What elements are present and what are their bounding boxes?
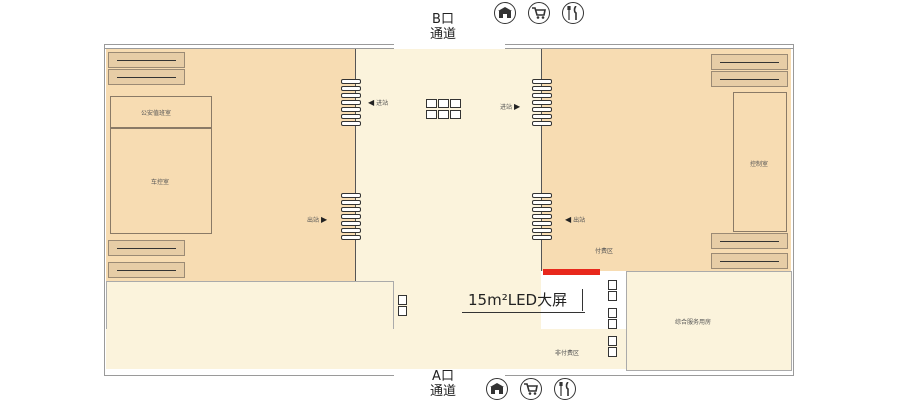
outer-wall-top-left	[104, 44, 394, 49]
restaurant-icon	[562, 2, 584, 24]
flow-out-right-label: 出站	[573, 217, 586, 224]
service-room: 综合服务用房	[626, 271, 792, 371]
flow-in-left-label: 进站	[376, 100, 389, 107]
police-room: 公安值班室	[110, 96, 212, 128]
gate-a-sub: 通道	[429, 384, 456, 399]
led-label: 15m²LED大屏	[462, 289, 586, 313]
service-room-label: 综合服务用房	[675, 319, 712, 326]
ticket-machines-top	[426, 99, 462, 121]
flow-out-left-label: 出站	[307, 217, 320, 224]
unpaid-strip-left	[106, 281, 394, 331]
arrow-right-icon: ▶	[513, 102, 521, 111]
escalator-right-top-2	[711, 71, 788, 87]
a-opening	[394, 368, 505, 376]
police-room-label: 公安值班室	[141, 110, 172, 117]
gate-a-name: A口	[432, 369, 454, 384]
escalator-right-bottom-2	[711, 253, 788, 269]
bottom-amenities	[486, 378, 576, 400]
turnstiles-left-exit	[341, 193, 361, 245]
gate-b-sub: 通道	[429, 27, 456, 42]
shopping-cart-icon	[528, 2, 550, 24]
paid-area-label: 付费区	[595, 248, 614, 255]
station-office: 车控室	[110, 128, 212, 234]
flow-in-left: ◀ 进站	[368, 98, 388, 107]
gate-a: A口 通道	[423, 369, 463, 399]
unpaid-area-label: 非付费区	[555, 350, 580, 357]
escalator-left-top-2	[108, 69, 185, 85]
control-room-label: 控制室	[750, 161, 769, 168]
turnstiles-right-entry	[532, 79, 552, 127]
station-office-label: 车控室	[151, 179, 170, 186]
escalator-right-bottom	[711, 233, 788, 249]
escalator-left-top	[108, 52, 185, 68]
escalator-left-bottom	[108, 240, 185, 256]
escalator-left-bottom-2	[108, 262, 185, 278]
led-screen-bar	[543, 269, 600, 275]
arrow-right-icon: ▶	[320, 215, 328, 224]
arrow-left-icon: ◀	[368, 98, 375, 107]
arrow-left-icon: ◀	[565, 215, 572, 224]
gate-b-name: B口	[432, 12, 454, 27]
flow-out-left: 出站 ▶	[307, 215, 327, 224]
turnstiles-left-entry	[341, 79, 361, 127]
led-label-tick	[582, 289, 583, 311]
shop-icon	[486, 378, 508, 400]
unpaid-bottom	[106, 329, 626, 369]
top-amenities	[494, 2, 584, 24]
turnstiles-right-exit	[532, 193, 552, 245]
control-room: 控制室	[733, 92, 787, 232]
flow-in-right-label: 进站	[500, 104, 513, 111]
b-opening	[394, 42, 505, 50]
vending-machines-right	[608, 280, 618, 360]
escalator-right-top	[711, 54, 788, 70]
shop-icon	[494, 2, 516, 24]
outer-wall-top-right	[505, 44, 793, 49]
shopping-cart-icon	[520, 378, 542, 400]
flow-out-right: ◀ 出站	[565, 215, 585, 224]
flow-in-right: 进站 ▶	[500, 102, 520, 111]
led-label-text: 15m²LED大屏	[468, 291, 568, 309]
restaurant-icon	[554, 378, 576, 400]
gate-b: B口 通道	[423, 12, 463, 42]
vending-machines-left	[398, 295, 407, 319]
